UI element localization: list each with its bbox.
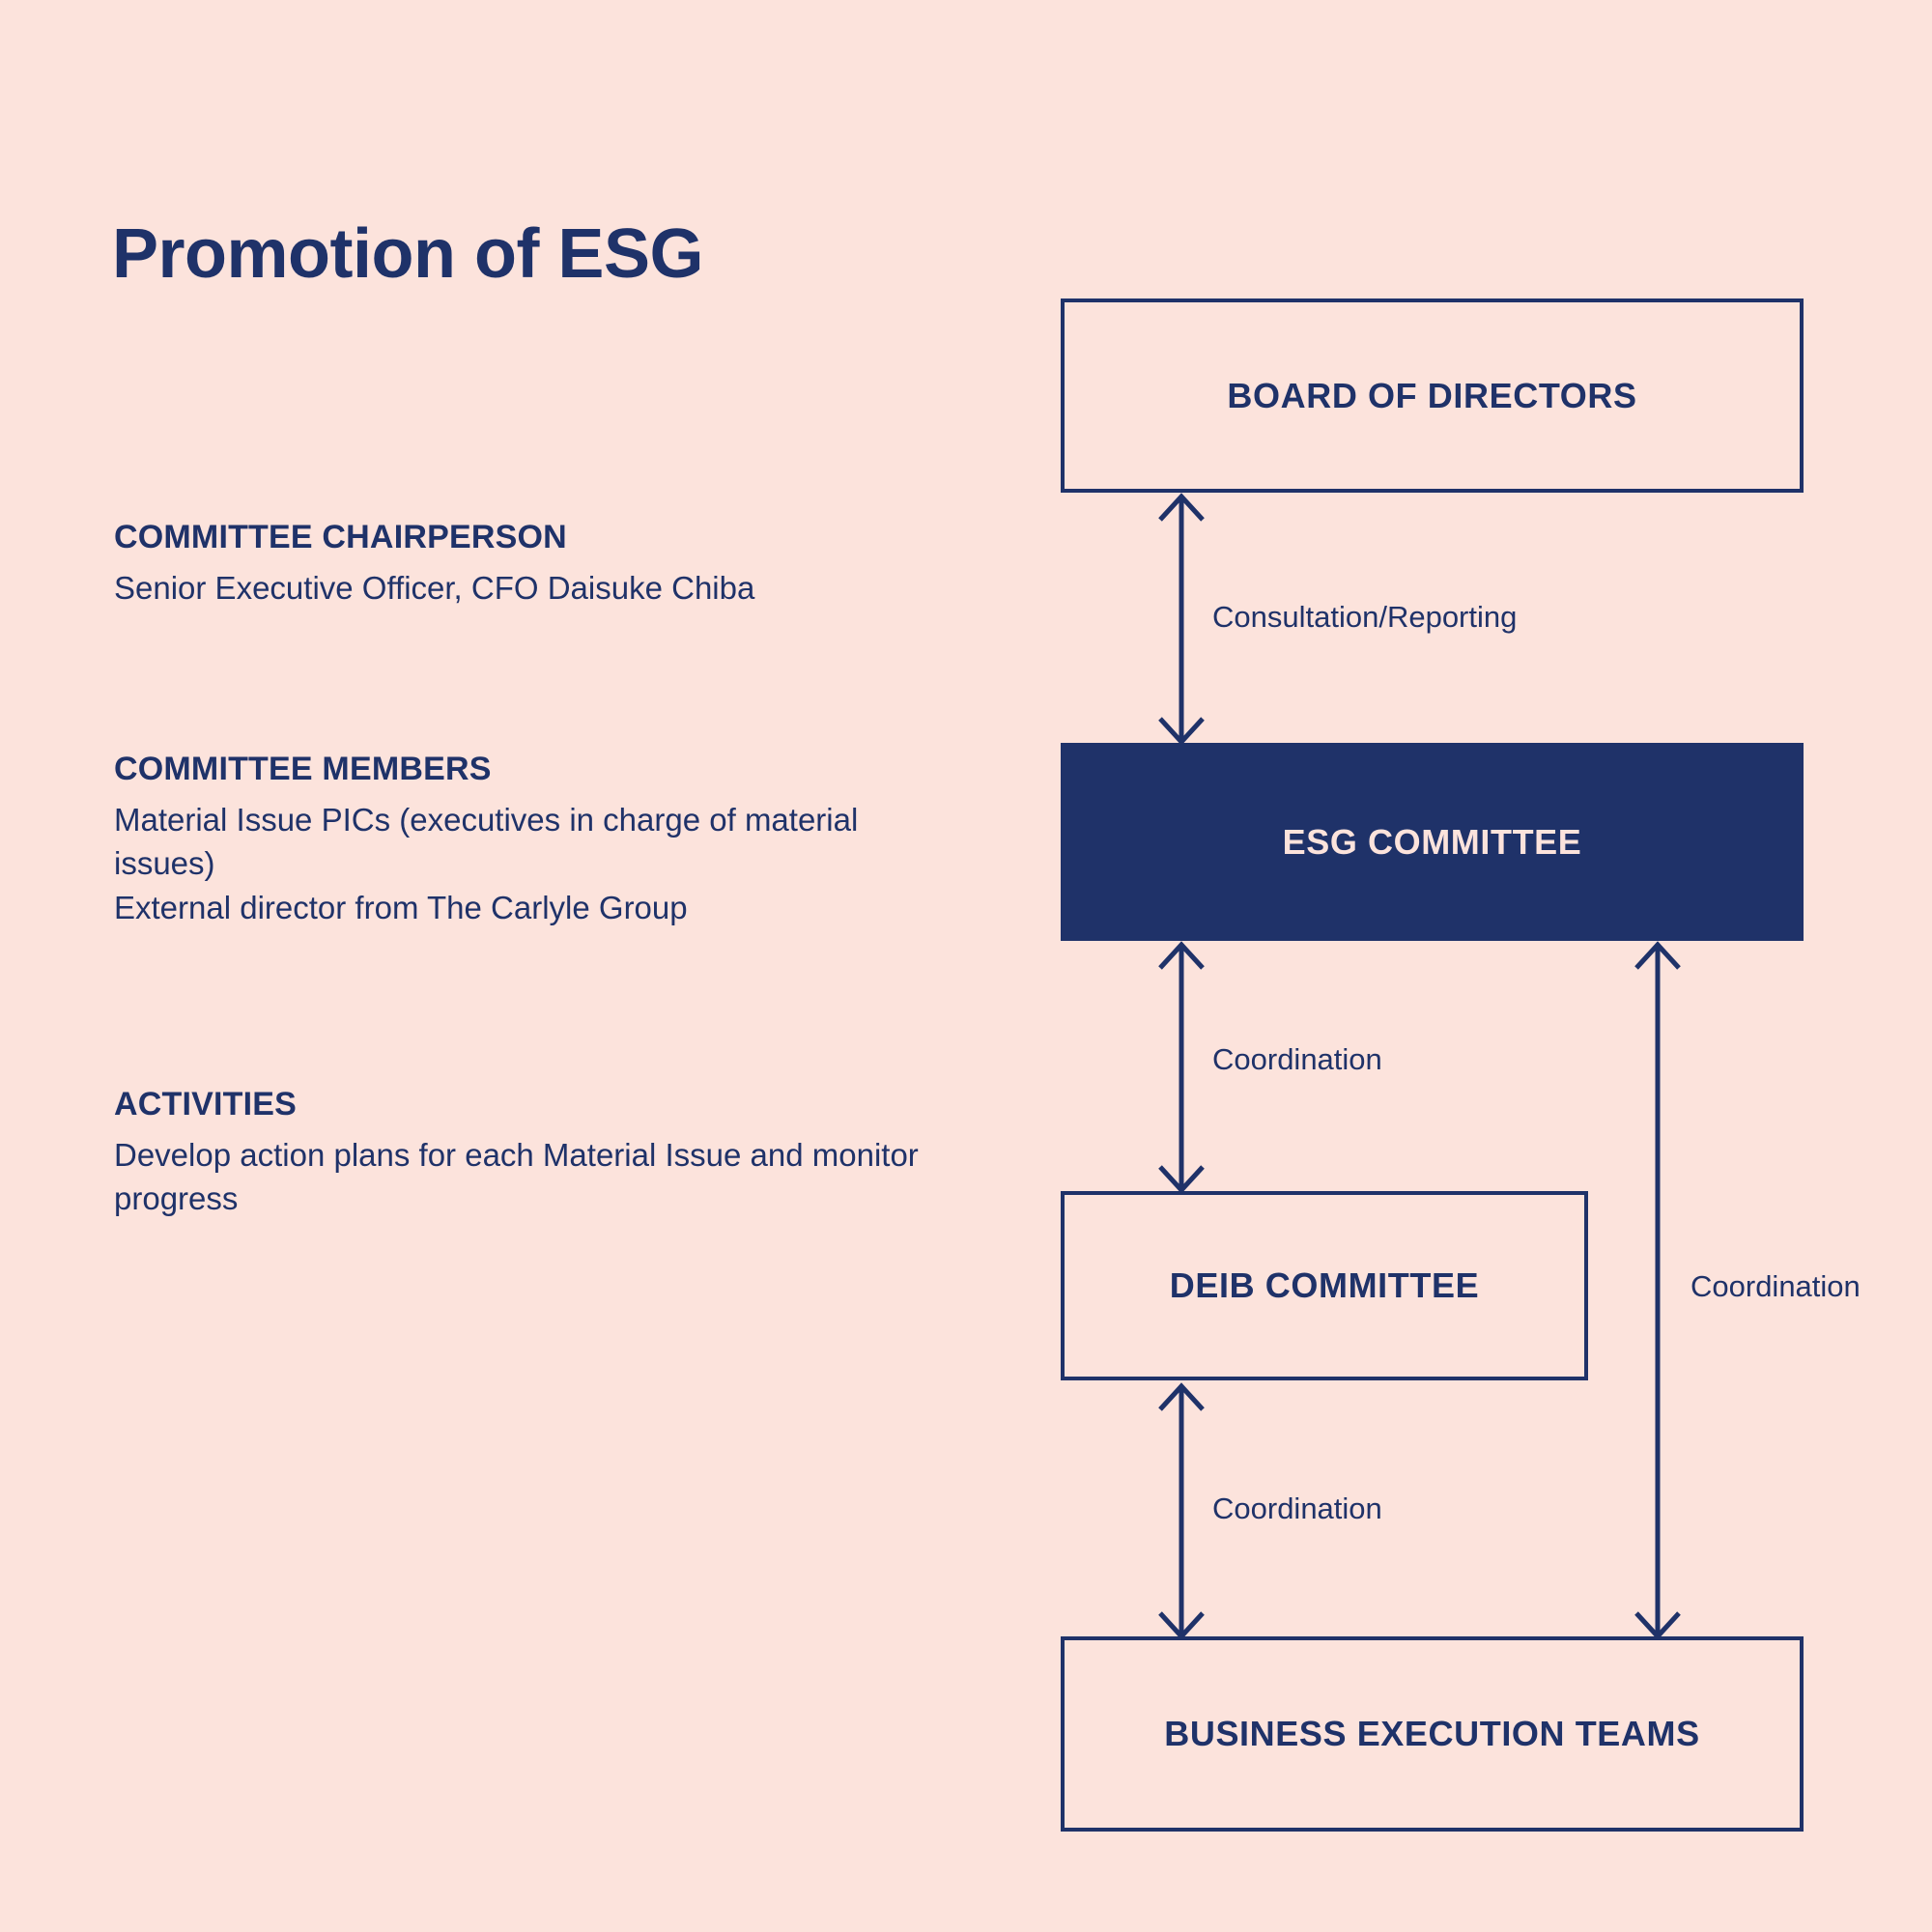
node-label: BOARD OF DIRECTORS: [1227, 375, 1637, 415]
arrowhead-up-board: [1158, 493, 1205, 522]
node-board-of-directors[interactable]: BOARD OF DIRECTORS: [1061, 298, 1804, 493]
info-heading: ACTIVITIES: [114, 1086, 298, 1122]
page-title: Promotion of ESG: [112, 215, 703, 294]
node-label: ESG COMMITTEE: [1282, 821, 1582, 862]
arrowhead-up-esg: [1158, 941, 1205, 970]
arrowhead-down-esg: [1158, 717, 1205, 746]
node-business-execution-teams[interactable]: BUSINESS EXECUTION TEAMS: [1061, 1636, 1804, 1832]
info-body: Senior Executive Officer, CFO Daisuke Ch…: [114, 569, 755, 606]
arrowhead-down-deib: [1158, 1165, 1205, 1194]
arrowhead-down-business-right: [1634, 1611, 1681, 1640]
info-block-committee-chairperson: COMMITTEE CHAIRPERSON Senior Executive O…: [114, 517, 945, 610]
edge-label-coordination-deib-business: Coordination: [1212, 1492, 1382, 1525]
edge-label-consultation-reporting: Consultation/Reporting: [1212, 600, 1518, 634]
info-body: Develop action plans for each Material I…: [114, 1136, 919, 1217]
arrowhead-up-esg-right: [1634, 941, 1681, 970]
edge-label-coordination-esg-business: Coordination: [1690, 1269, 1861, 1303]
arrowhead-up-deib: [1158, 1382, 1205, 1411]
edge-label-coordination-esg-deib: Coordination: [1212, 1042, 1382, 1076]
info-block-committee-members: COMMITTEE MEMBERS Material Issue PICs (e…: [114, 749, 945, 929]
node-deib-committee[interactable]: DEIB COMMITTEE: [1061, 1191, 1588, 1380]
info-heading: COMMITTEE MEMBERS: [114, 751, 492, 787]
arrowhead-down-business: [1158, 1611, 1205, 1640]
node-label: DEIB COMMITTEE: [1169, 1265, 1480, 1305]
info-block-activities: ACTIVITIES Develop action plans for each…: [114, 1084, 945, 1221]
node-esg-committee[interactable]: ESG COMMITTEE: [1061, 743, 1804, 941]
info-body: Material Issue PICs (executives in charg…: [114, 801, 859, 925]
info-heading: COMMITTEE CHAIRPERSON: [114, 519, 567, 555]
node-label: BUSINESS EXECUTION TEAMS: [1164, 1714, 1700, 1753]
